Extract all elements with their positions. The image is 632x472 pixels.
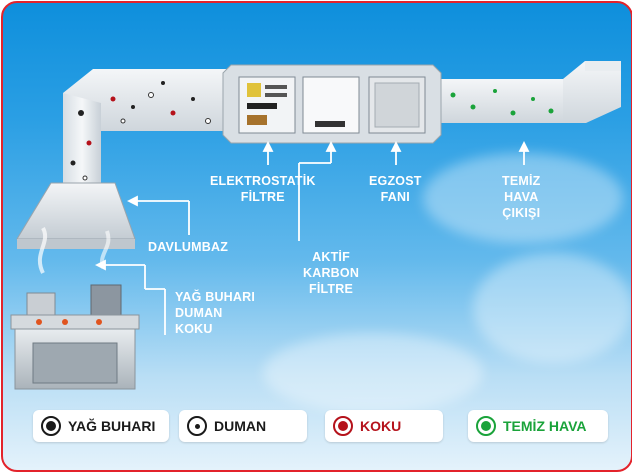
cloud <box>423 153 623 243</box>
particles <box>70 81 554 181</box>
legend-item-clean-air: TEMİZ HAVA <box>468 410 608 442</box>
legend-label: TEMİZ HAVA <box>503 418 587 434</box>
cloud <box>263 333 483 413</box>
filter-unit <box>222 64 442 144</box>
legend-item-odor: KOKU <box>325 410 443 442</box>
odor-icon <box>333 416 353 436</box>
carbon-filter-label: AKTİF KARBON FİLTRE <box>303 250 360 296</box>
legend-item-smoke: DUMAN <box>179 410 307 442</box>
vertical-duct <box>63 93 101 193</box>
emission-source-label: YAĞ BUHARI DUMAN KOKU <box>175 290 256 336</box>
exhaust-fan-label: EGZOST FANI <box>369 174 422 204</box>
horizontal-duct <box>63 61 621 131</box>
legend-label: DUMAN <box>214 418 267 434</box>
clean-air-icon <box>476 416 496 436</box>
leader-lines <box>94 140 530 335</box>
hood <box>16 182 136 249</box>
legend-label: KOKU <box>360 418 402 434</box>
smoke-icon <box>187 416 207 436</box>
cloud <box>473 253 631 363</box>
ventilation-illustration <box>10 61 621 390</box>
clean-air-outlet-label: TEMİZ HAVA ÇIKIŞI <box>502 174 541 220</box>
stove <box>10 227 140 390</box>
electrostatic-filter-label: ELEKTROSTATİK FİLTRE <box>210 174 316 204</box>
hood-label: DAVLUMBAZ <box>148 240 229 254</box>
legend-label: YAĞ BUHARI <box>68 418 156 434</box>
legend-item-oil-vapor: YAĞ BUHARI <box>33 410 169 442</box>
oil-vapor-icon <box>41 416 61 436</box>
